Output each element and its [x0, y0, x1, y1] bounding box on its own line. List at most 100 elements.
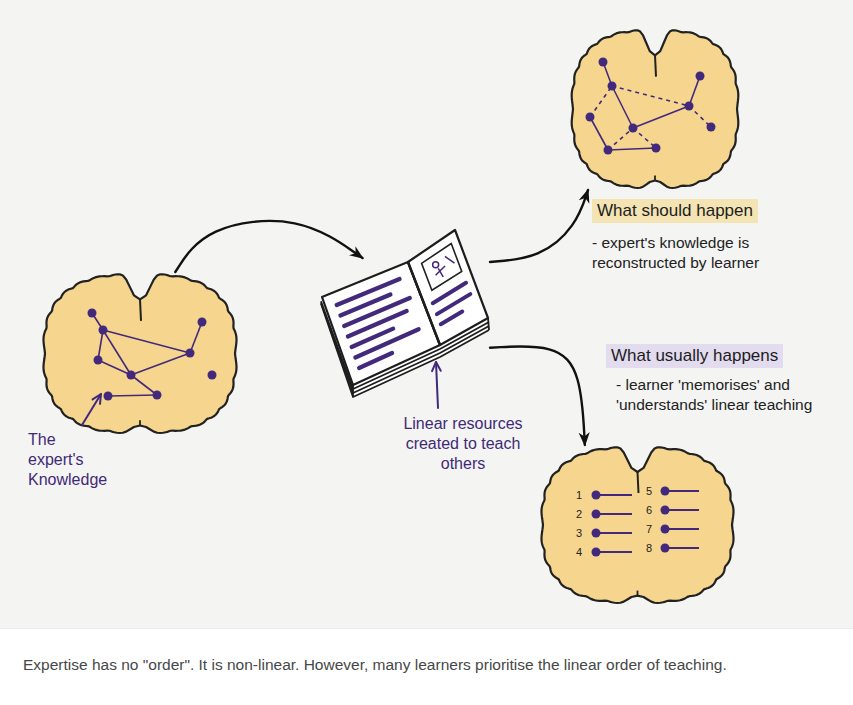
text-holder: 5 [646, 485, 652, 497]
list-line [600, 513, 632, 515]
callout-number: 2 [576, 508, 582, 520]
network-dot [94, 356, 103, 365]
network-link [633, 106, 689, 128]
network-dot [88, 309, 97, 318]
list-dot [661, 544, 670, 553]
network-link [689, 76, 700, 106]
network-link [190, 322, 202, 353]
list-dot [661, 506, 670, 515]
network-dot [599, 58, 608, 67]
network-link [590, 86, 612, 117]
text-holder: 3 [576, 527, 582, 539]
handwritten-label: Linear resources created to teach others [390, 414, 536, 474]
network-dot [608, 82, 617, 91]
illustration-group [82, 309, 217, 426]
text-holder: 6 [646, 504, 652, 516]
list-dot [592, 510, 601, 519]
note-text: - learner 'memorises' and 'understands' … [616, 375, 836, 415]
text-holder: - expert's knowledge is reconstructed by… [592, 233, 797, 273]
brain-fissure [140, 299, 141, 320]
text-holder: Linear resources created to teach others [390, 414, 536, 474]
page-text-line [348, 311, 407, 337]
network-dot [104, 392, 113, 401]
network-dot [604, 146, 613, 155]
memorised-brain: What usually happens- learner 'memorises… [540, 445, 735, 605]
page-text-line [437, 294, 470, 314]
brain-drawing [42, 272, 238, 435]
list-dot [661, 487, 670, 496]
page-picture-frame [422, 244, 462, 291]
network-link [633, 128, 656, 148]
leader-line [436, 362, 438, 408]
note-text: - expert's knowledge is reconstructed by… [592, 233, 797, 273]
list-dot [592, 548, 601, 557]
brain-fissure [638, 472, 639, 493]
list-dot [592, 529, 601, 538]
stick-figure-head [433, 262, 439, 268]
network-link [689, 106, 711, 127]
list-line [669, 509, 699, 511]
network-link [98, 360, 131, 375]
text-holder: 1 [576, 489, 582, 501]
list-line [600, 494, 632, 496]
network-dot [685, 102, 694, 111]
network-link [108, 395, 157, 396]
stick-figure-arms [436, 266, 445, 275]
brain-fissure [637, 591, 639, 596]
list-dot [661, 525, 670, 534]
book-spine [408, 262, 440, 345]
network-dot [186, 349, 195, 358]
list-dot [592, 491, 601, 500]
list-line [669, 490, 699, 492]
list-line [669, 528, 699, 530]
page-text-line [441, 312, 463, 325]
network-dot [127, 371, 136, 380]
connector-group [175, 190, 588, 445]
page-text-line [340, 294, 390, 315]
network-link [612, 86, 689, 106]
brain-outline [541, 447, 733, 603]
brain-drawing [570, 28, 740, 190]
illustration-group [321, 230, 489, 408]
book-illustration: Linear resources created to teach others [320, 258, 490, 390]
caption-band: Expertise has no "order". It is non-line… [0, 628, 853, 705]
network-dot [99, 326, 108, 335]
network-dot [629, 124, 638, 133]
text-holder: 2 [576, 508, 582, 520]
flow-arrow [175, 221, 362, 272]
text-holder: What usually happens [606, 344, 836, 368]
network-dot [198, 318, 207, 327]
text-holder: The expert's Knowledge [28, 430, 114, 490]
callout-number: 4 [576, 546, 582, 558]
list-line [600, 532, 632, 534]
network-dot [696, 72, 705, 81]
network-link [131, 375, 157, 395]
book-cover-edge [352, 385, 354, 397]
leader-line [82, 394, 101, 425]
brain-outline [572, 30, 739, 188]
book-drawing [320, 258, 490, 390]
text-holder: Expertise has no "order". It is non-line… [23, 655, 838, 675]
network-dot [586, 113, 595, 122]
page-picture-stroke [445, 256, 455, 263]
page-text-line [359, 353, 392, 368]
brain-fissure [654, 175, 656, 180]
network-dot [707, 123, 716, 132]
text-holder: What should happen [592, 199, 812, 223]
illustration-group [586, 58, 716, 155]
expert-brain: The expert's Knowledge [42, 272, 238, 435]
brain-fissure [655, 55, 656, 76]
callout-number: 8 [646, 542, 652, 554]
section-heading: What usually happens [606, 344, 783, 368]
network-dot [208, 371, 217, 380]
text-holder: 7 [646, 523, 652, 535]
brain-drawing [540, 445, 735, 605]
network-link [608, 148, 656, 150]
network-link [608, 128, 633, 150]
callout-number: 3 [576, 527, 582, 539]
network-link [612, 86, 633, 128]
network-dot [652, 144, 661, 153]
text-holder: 8 [646, 542, 652, 554]
flow-arrow [490, 190, 588, 262]
